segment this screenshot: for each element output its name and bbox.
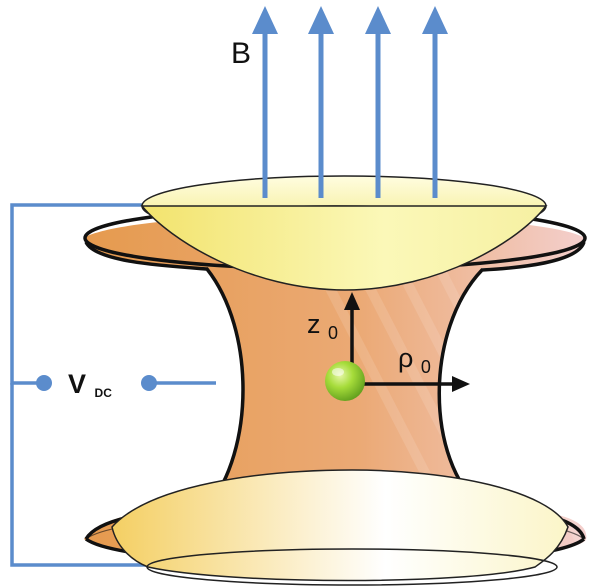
axial-label-main: z	[307, 309, 321, 339]
arrow-up-icon	[308, 6, 334, 198]
wire-to-top-endcap	[10, 203, 148, 385]
sphere-icon	[325, 361, 365, 401]
terminal-left	[36, 375, 52, 391]
arrow-up-icon	[365, 6, 391, 198]
radial-arrow-icon	[352, 376, 470, 392]
radial-label-main: ρ	[398, 343, 413, 373]
terminal-right	[141, 375, 157, 391]
wire-to-bottom-endcap	[10, 383, 150, 567]
arrow-up-icon	[252, 6, 278, 198]
radial-label-sub: 0	[421, 357, 431, 377]
arrow-up-icon	[422, 6, 448, 198]
voltage-label-main: V	[68, 369, 86, 399]
bottom-endcap-electrode	[111, 469, 569, 586]
top-endcap-bowl	[140, 205, 548, 291]
radial-distance-label: ρ 0	[398, 343, 431, 377]
axial-label-sub: 0	[328, 323, 338, 343]
voltage-label: V DC	[68, 369, 112, 400]
field-label: B	[231, 37, 251, 70]
voltage-label-sub: DC	[95, 386, 113, 400]
axial-distance-label: z 0	[307, 309, 338, 343]
circuit-wire	[10, 203, 216, 567]
magnetic-field-arrows	[252, 6, 448, 198]
